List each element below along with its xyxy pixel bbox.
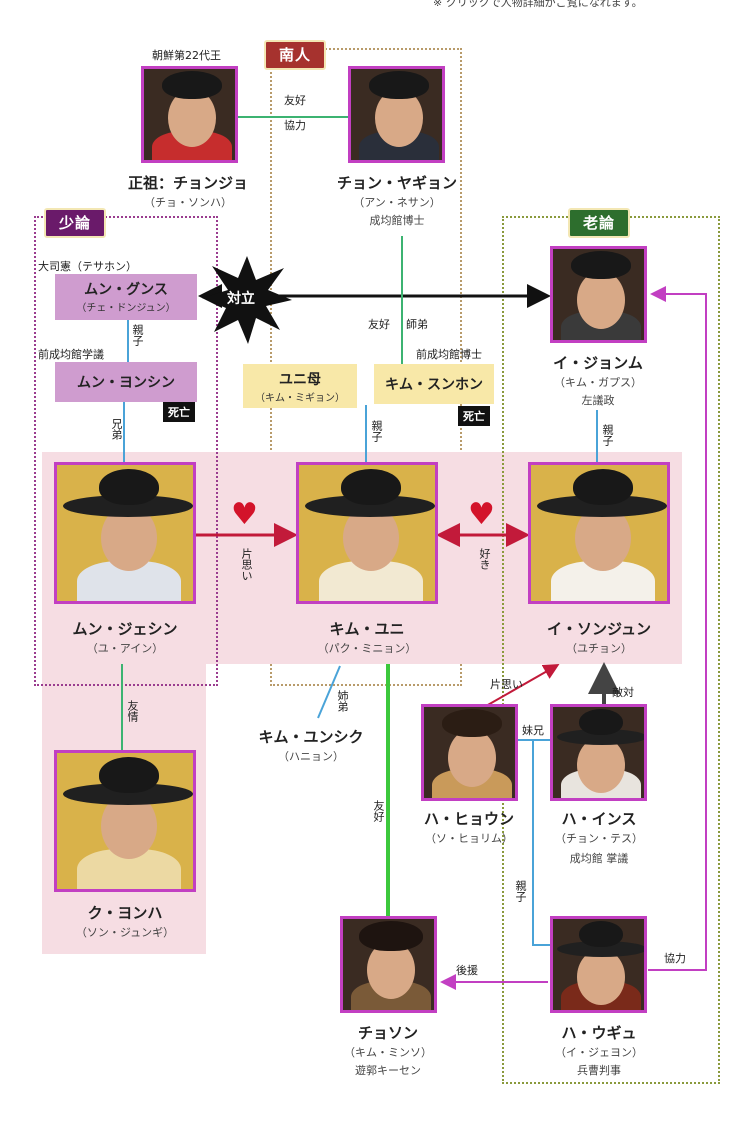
moon-yongshin-title: 前成均館学議: [38, 348, 104, 361]
relation-hostile: 敵対: [612, 686, 634, 699]
relation-mentor: 師弟: [406, 318, 428, 331]
king-name[interactable]: 正祖：チョンジョ: [128, 174, 249, 192]
gu-yongha-photo[interactable]: [54, 750, 196, 892]
relation-conflict: 対立: [227, 291, 255, 307]
heart-icon: ♥: [468, 497, 495, 532]
choson-role: 遊郭キーセン: [355, 1064, 421, 1077]
moon-geunsu-name: ムン・グンス: [84, 282, 168, 298]
relation-oneway-love2: 片思い: [490, 678, 523, 691]
faction-label-old: 老論: [568, 208, 630, 238]
jeong-actor: （アン・ネサン）: [353, 196, 441, 209]
gu-yongha-name[interactable]: ク・ヨンハ: [87, 904, 163, 922]
relation-cooperate2: 協力: [664, 952, 686, 965]
faction-label-south: 南人: [264, 40, 326, 70]
jeong-role: 成均館博士: [369, 214, 425, 227]
lee-jeongmu-photo[interactable]: [550, 246, 647, 343]
lee-seonjun-photo[interactable]: [528, 462, 670, 604]
yuni-mother-actor: （キム・ミギョン）: [255, 393, 345, 404]
relation-support: 後援: [456, 964, 478, 977]
kim-yuni-photo[interactable]: [296, 462, 438, 604]
kim-seunghon-title: 前成均館博士: [416, 348, 482, 361]
ha-insu-actor: （チョン・テス）: [555, 832, 643, 845]
lee-seonjun-actor: （ユチョン）: [566, 642, 632, 655]
moon-jaeshin-actor: （ユ・アイン）: [86, 642, 164, 655]
kim-seunghon-dead: 死亡: [458, 406, 490, 426]
moon-yongshin-dead: 死亡: [163, 402, 195, 422]
choson-actor: （キム・ミンソ）: [344, 1046, 432, 1059]
young-faction-region: [34, 216, 218, 686]
lee-jeongmu-role: 左議政: [581, 394, 615, 407]
lee-jeongmu-actor: （キム・ガプス）: [554, 376, 642, 389]
jeong-photo[interactable]: [348, 66, 445, 163]
choson-name[interactable]: チョソン: [357, 1024, 418, 1042]
lee-seonjun-name[interactable]: イ・ソンジュン: [547, 620, 651, 638]
yuni-mother-box[interactable]: ユニ母 （キム・ミギョン）: [243, 364, 357, 408]
moon-jaeshin-photo[interactable]: [54, 462, 196, 604]
relation-friendly3: 友好: [372, 800, 385, 822]
ha-ugyu-name[interactable]: ハ・ウギュ: [561, 1024, 637, 1042]
relation-likes: 好き: [478, 548, 491, 570]
kim-yunsik-name[interactable]: キム・ユンシク: [258, 728, 364, 746]
header-note: ※ クリックで人物詳細がご覧になれます。: [433, 0, 643, 9]
relation-brothers: 兄弟: [110, 418, 123, 440]
jeong-name[interactable]: チョン・ヤギョン: [336, 174, 457, 192]
king-photo[interactable]: [141, 66, 238, 163]
relation-parent-child4: 親子: [514, 880, 527, 902]
kim-seunghon-name: キム・スンホン: [385, 377, 483, 393]
heart-icon: ♥: [231, 497, 258, 532]
lee-jeongmu-name[interactable]: イ・ジョンム: [553, 354, 643, 372]
moon-geunsu-title: 大司憲（テサホン）: [38, 260, 137, 273]
ha-hyoeun-name[interactable]: ハ・ヒョウン: [423, 810, 514, 828]
relation-parent-child2: 親子: [370, 420, 383, 442]
relation-parent-child3: 親子: [601, 424, 614, 446]
moon-yongshin-name: ムン・ヨンシン: [77, 375, 175, 391]
relation-friendly2: 友好: [368, 318, 390, 331]
kim-yunsik-actor: （ハニョン）: [278, 750, 344, 763]
moon-geunsu-actor: （チェ・ドンジュン）: [76, 303, 176, 314]
kim-yuni-name[interactable]: キム・ユニ: [329, 620, 405, 638]
relation-siblings: 姉弟: [336, 690, 349, 712]
king-title: 朝鮮第22代王: [152, 49, 221, 62]
ha-ugyu-actor: （イ・ジェヨン）: [555, 1046, 643, 1059]
ha-ugyu-photo[interactable]: [550, 916, 647, 1013]
ha-insu-photo[interactable]: [550, 704, 647, 801]
ha-hyoeun-actor: （ソ・ヒョリム）: [425, 832, 513, 845]
gu-yongha-actor: （ソン・ジュンギ）: [75, 926, 175, 939]
king-actor: （チョ・ソンハ）: [144, 196, 232, 209]
ha-ugyu-role: 兵曹判事: [577, 1064, 621, 1077]
kim-yuni-actor: （パク・ミニョン）: [317, 642, 417, 655]
relation-parent-child: 親子: [131, 324, 144, 346]
moon-geunsu-box[interactable]: ムン・グンス （チェ・ドンジュン）: [55, 274, 197, 320]
ha-insu-role: 成均館 掌議: [569, 852, 629, 865]
ha-insu-name[interactable]: ハ・インス: [561, 810, 637, 828]
relation-oneway-love: 片思い: [240, 548, 253, 581]
relation-brother-sister: 妹兄: [522, 724, 544, 737]
conflict-burst-shape: [202, 256, 292, 344]
faction-label-young: 少論: [44, 208, 106, 238]
kim-seunghon-box[interactable]: キム・スンホン: [374, 364, 494, 404]
relation-cooperate: 協力: [284, 119, 306, 132]
yuni-mother-name: ユニ母: [279, 372, 321, 388]
ha-hyoeun-photo[interactable]: [421, 704, 518, 801]
relation-friendship: 友情: [126, 700, 139, 722]
relation-friendly: 友好: [284, 94, 306, 107]
moon-jaeshin-name[interactable]: ムン・ジェシン: [72, 620, 178, 638]
moon-yongshin-box[interactable]: ムン・ヨンシン: [55, 362, 197, 402]
choson-photo[interactable]: [340, 916, 437, 1013]
